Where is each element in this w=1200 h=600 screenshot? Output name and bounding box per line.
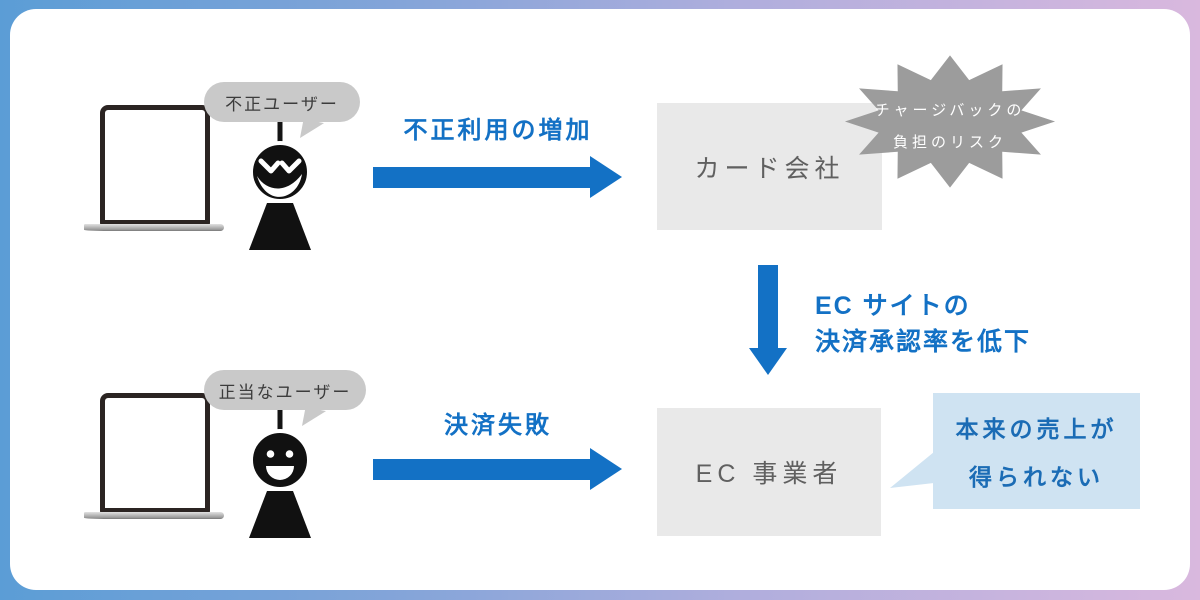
right-arrow-icon (373, 167, 590, 188)
right-arrow-head-icon (590, 156, 622, 198)
payment-fail-arrow-label: 決済失敗 (444, 412, 552, 439)
down-arrow-head-icon (749, 348, 787, 375)
consequence-line2: 決済承認率を低下 (815, 328, 1032, 356)
laptop-icon (100, 393, 210, 513)
result-bubble-tail-icon (890, 452, 934, 488)
down-arrow-icon (758, 265, 778, 348)
fraud-user-icon (249, 118, 311, 250)
result-line2: 得られない (969, 464, 1104, 490)
result-bubble: 本来の売上が 得られない (933, 393, 1140, 509)
ec-business-box: EC 事業者 (657, 408, 881, 536)
laptop-base (84, 512, 224, 519)
right-arrow-head-icon (590, 448, 622, 490)
burst-text-line1: チャージバックの (874, 102, 1026, 119)
fraud-arrow-label: 不正利用の増加 (403, 117, 593, 144)
legit-user-icon (249, 406, 311, 538)
laptop-icon (100, 105, 210, 225)
fraud-user-bubble: 不正ユーザー (204, 82, 360, 122)
card-company-box: カード会社 (657, 103, 882, 230)
burst-text-line2: 負担のリスク (892, 134, 1007, 151)
right-arrow-icon (373, 459, 590, 480)
diagram-canvas: 不正ユーザー 不正利用の増加 カード会社 チャージバックの 負担のリスク EC … (10, 9, 1190, 590)
result-line1: 本来の売上が (955, 416, 1118, 442)
laptop-base (84, 224, 224, 231)
consequence-line1: EC サイトの (815, 292, 971, 320)
burst-shape-icon (844, 55, 1056, 188)
legit-user-bubble: 正当なユーザー (204, 370, 366, 410)
